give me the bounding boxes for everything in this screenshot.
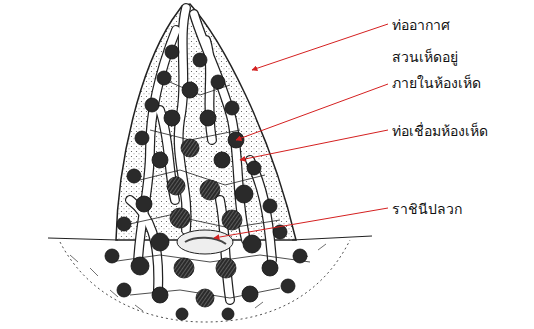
callout-label: ท่อเชื่อมห้องเห็ด (392, 118, 532, 144)
leader-line (240, 130, 388, 160)
callout-label: สวนเห็ดอยู่ ภายในห้องเห็ด (392, 44, 504, 96)
callout-label: ราชินีปลวก (392, 196, 532, 222)
callout-label: ท่ออากาศ (392, 12, 532, 38)
leader-line (236, 84, 388, 140)
leader-line (252, 24, 388, 70)
leader-line (214, 208, 388, 238)
